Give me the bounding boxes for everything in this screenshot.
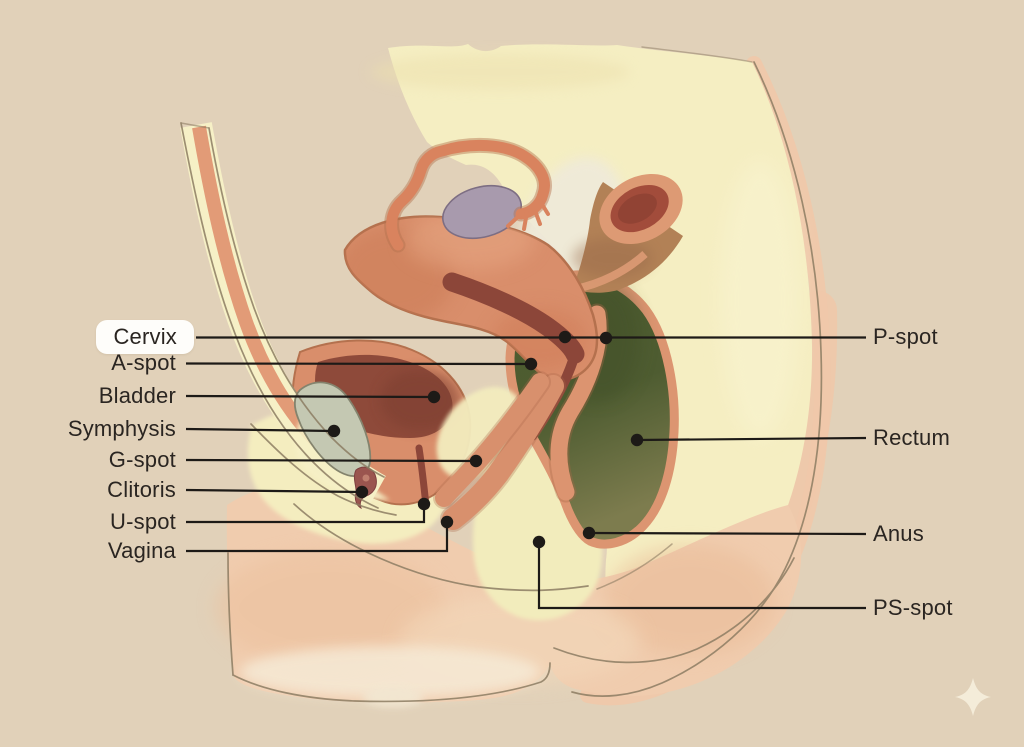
label-cervix[interactable]: Cervix xyxy=(96,320,194,354)
label-g-spot: G-spot xyxy=(108,447,176,472)
leader-anus xyxy=(588,531,867,536)
leader-g-spot xyxy=(185,458,477,463)
under-buttock-line xyxy=(553,557,795,664)
leader-symphysis xyxy=(185,427,335,433)
label-a-spot: A-spot xyxy=(111,350,176,375)
dot-clitoris xyxy=(355,485,369,499)
top-edge-line xyxy=(641,46,753,63)
mons-line xyxy=(250,423,397,516)
dot-ps-spot xyxy=(532,535,546,549)
leader-ps-spot xyxy=(537,542,866,610)
dot-rectum xyxy=(630,433,644,447)
sigmoid-colon xyxy=(572,173,683,293)
dot-vagina xyxy=(440,515,454,529)
crease-line xyxy=(293,503,589,592)
label-p-spot: P-spot xyxy=(873,324,938,349)
leader-rectum xyxy=(636,436,867,442)
colon-opening xyxy=(599,173,683,245)
body-back-mass xyxy=(370,44,813,662)
body-outlines xyxy=(180,46,823,703)
label-ps-spot: PS-spot xyxy=(873,595,953,620)
uterine-cavity xyxy=(442,272,585,364)
ovary-and-tube xyxy=(384,137,552,253)
dot-a-spot xyxy=(524,357,538,371)
sparkle-icon xyxy=(955,678,991,716)
leader-bladder xyxy=(185,394,435,399)
label-symphysis: Symphysis xyxy=(67,416,176,441)
vagina xyxy=(415,371,566,532)
dot-g-spot xyxy=(469,454,483,468)
ovary xyxy=(442,184,522,240)
back-outline xyxy=(571,61,823,697)
leader-dots xyxy=(327,330,644,549)
dot-cervix xyxy=(558,330,572,344)
hem-line xyxy=(232,662,551,703)
label-cervix-text: Cervix xyxy=(113,324,177,349)
front-thigh-line xyxy=(227,552,234,676)
dot-symphysis xyxy=(327,424,341,438)
fimbriae xyxy=(506,199,550,231)
leader-vagina xyxy=(186,522,449,553)
leader-a-spot xyxy=(185,362,532,366)
abdomen-inner-line xyxy=(208,127,385,478)
uterus xyxy=(343,215,599,441)
label-vagina: Vagina xyxy=(107,538,176,563)
label-clitoris: Clitoris xyxy=(107,477,176,502)
dot-bladder xyxy=(427,390,441,404)
dot-p-spot xyxy=(599,331,613,345)
anus-fold-line xyxy=(596,543,673,590)
label-u-spot: U-spot xyxy=(110,509,176,534)
label-anus: Anus xyxy=(873,521,924,546)
dot-u-spot xyxy=(417,497,431,511)
dot-anus xyxy=(582,526,596,540)
leader-clitoris xyxy=(185,488,363,494)
label-bladder: Bladder xyxy=(98,383,176,408)
label-rectum: Rectum xyxy=(873,425,950,450)
